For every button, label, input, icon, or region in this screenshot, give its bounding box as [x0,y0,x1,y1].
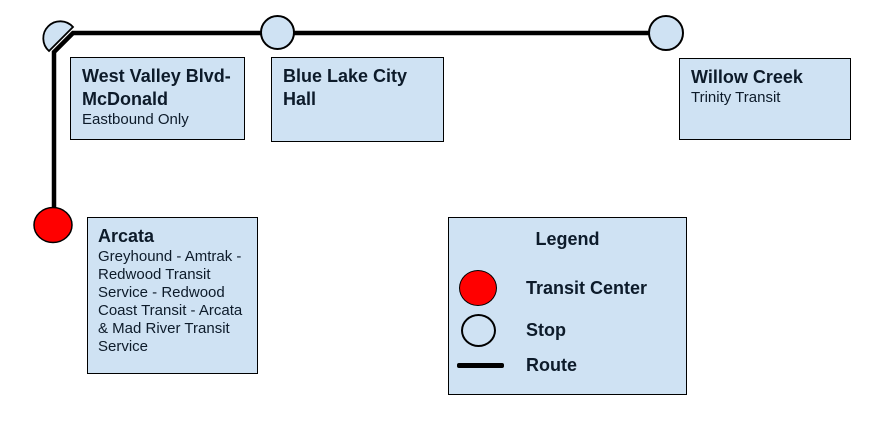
transit-center-node-arcata [33,206,73,244]
stop-subtitle: Greyhound - Amtrak - Redwood Transit Ser… [98,248,243,355]
transit-center-label-box-arcata: Arcata Greyhound - Amtrak - Redwood Tran… [87,217,258,374]
stop-subtitle: Trinity Transit [691,89,781,106]
stop-label-box-west-valley: West Valley Blvd-McDonald Eastbound Only [70,57,245,140]
stop-node-blue-lake-city-hall [260,15,295,50]
stop-label-box-blue-lake-city-hall: Blue Lake City Hall [271,57,444,142]
stop-title: West Valley Blvd-McDonald [82,66,231,109]
stop-title: Willow Creek [691,67,803,87]
legend-symbol-column [459,313,526,347]
stop-title: Blue Lake City Hall [283,66,408,109]
legend-item-route: Route [457,350,678,380]
route-line-icon [457,362,504,368]
legend-item-label: Transit Center [526,277,648,298]
stop-circle-icon [461,313,496,347]
route-line [51,30,666,212]
stop-subtitle: Eastbound Only [82,111,189,128]
legend-symbol-column [457,362,526,368]
legend-symbol-column [459,270,526,306]
legend-title: Legend [535,229,600,249]
legend-item-label: Route [526,354,577,375]
legend-item-stop: Stop [459,312,678,348]
legend-box: Legend Transit Center Stop Route [448,217,687,395]
stop-node-west-valley [42,20,75,53]
legend-item-transit-center: Transit Center [459,268,678,308]
transit-center-circle-icon [459,270,497,306]
legend-item-label: Stop [526,319,566,340]
stop-node-willow-creek [648,15,684,51]
stop-label-box-willow-creek: Willow Creek Trinity Transit [679,58,851,140]
stop-title: Arcata [98,226,155,246]
